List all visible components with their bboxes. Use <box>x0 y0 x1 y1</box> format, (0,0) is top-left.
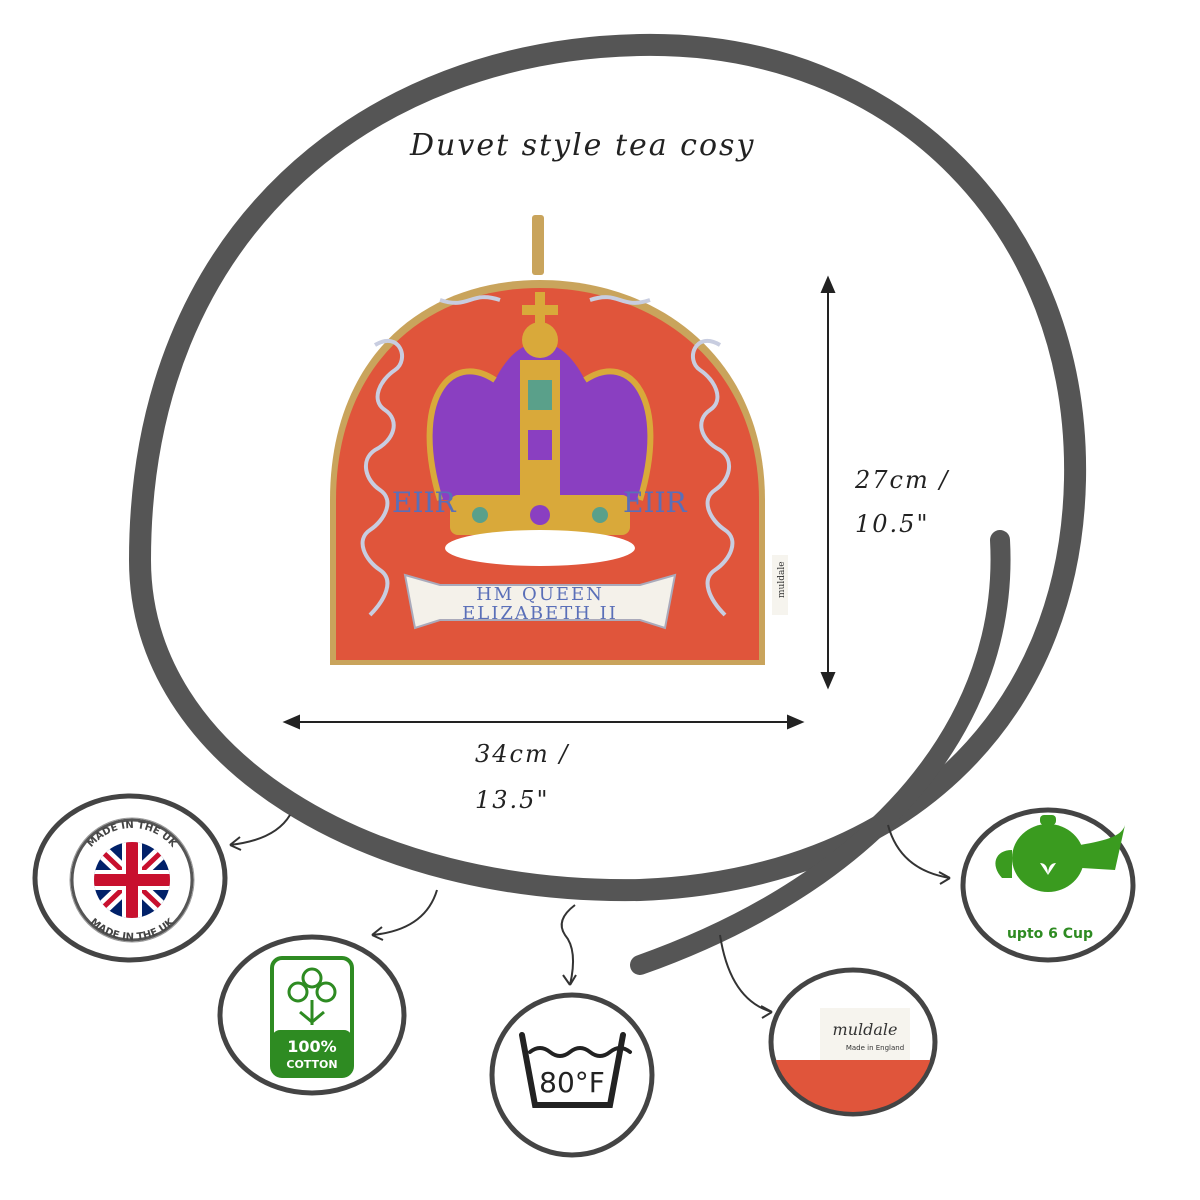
width-label-line1: 34cm / <box>475 740 570 768</box>
brand-label-badge: muldale Made in England <box>768 967 938 1117</box>
monogram-left: EIIR <box>392 486 457 519</box>
label-sub-text: Made in England <box>846 1044 904 1052</box>
banner-text-line2: ELIZABETH II <box>462 603 618 624</box>
crown-illustration <box>426 292 654 566</box>
hanging-loop <box>532 215 544 275</box>
cotton-badge: 100% COTTON <box>217 934 407 1096</box>
wash-temperature-badge: 80°F <box>489 992 655 1158</box>
height-dimension-arrow <box>820 275 836 690</box>
name-banner <box>403 573 677 630</box>
made-in-uk-badge: MADE IN THE UK MADE IN THE UK <box>32 793 228 963</box>
cotton-word-text: COTTON <box>286 1058 337 1071</box>
capacity-badge: upto 6 Cup <box>960 807 1136 963</box>
teapot-icon <box>995 815 1125 892</box>
label-brand-text: muldale <box>833 1020 898 1039</box>
cotton-percent-text: 100% <box>287 1037 336 1056</box>
wash-temp-text: 80°F <box>539 1066 605 1099</box>
height-label-line1: 27cm / <box>855 466 950 494</box>
outline-loop <box>128 33 1087 975</box>
monogram-right: EIIR <box>623 486 688 519</box>
width-label-line2: 13.5" <box>475 786 550 814</box>
pointer-arrows <box>229 814 951 1019</box>
washing-tub-icon <box>519 1032 632 1108</box>
capacity-text: upto 6 Cup <box>1007 926 1093 942</box>
side-tag-text: muldale <box>777 561 787 598</box>
height-label-line2: 10.5" <box>855 510 930 538</box>
cotton-plant-icon <box>287 967 337 1025</box>
banner-text-line1: HM QUEEN <box>476 584 604 605</box>
scrollwork-ornament <box>360 295 735 617</box>
width-dimension-arrow <box>282 714 805 730</box>
page-title: Duvet style tea cosy <box>410 128 756 163</box>
tea-cosy-product: EIIR EIIR HM QUEEN ELIZABETH II muldale <box>330 215 788 665</box>
side-tag <box>772 555 788 615</box>
